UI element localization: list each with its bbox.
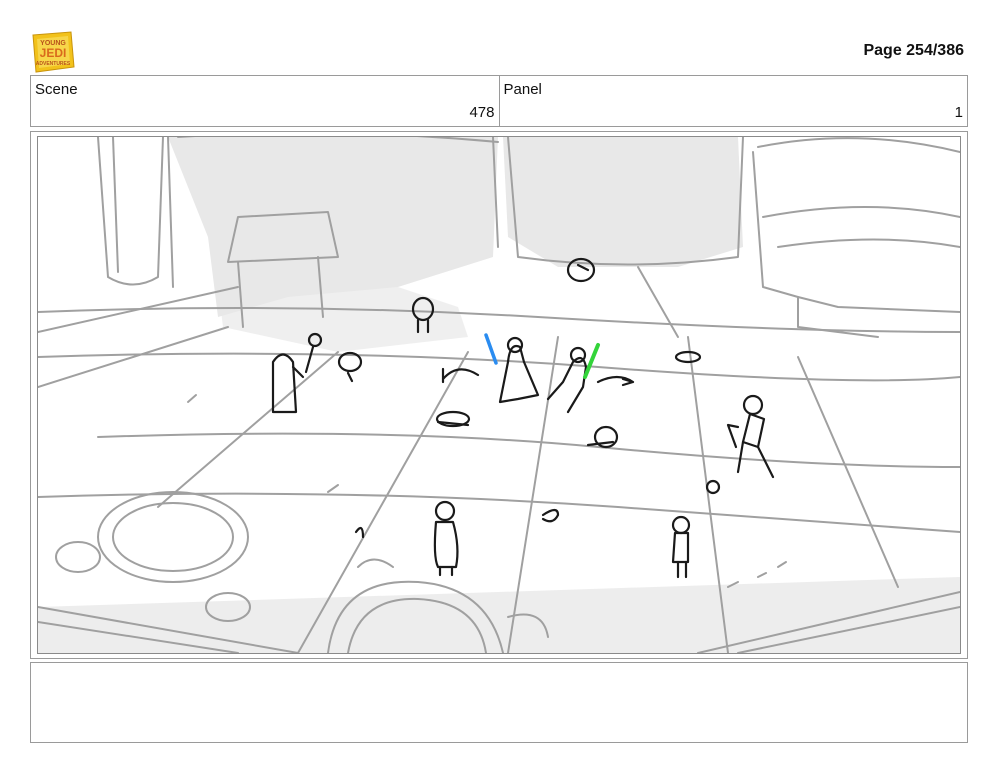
young-jedi-logo-icon: YOUNG JEDI ADVENTURES xyxy=(31,31,75,73)
scene-label: Scene xyxy=(35,81,78,98)
character-sketches xyxy=(271,257,775,579)
svg-text:YOUNG: YOUNG xyxy=(40,40,66,47)
page-number: Page 254/386 xyxy=(863,42,964,59)
panel-value: 1 xyxy=(954,104,963,121)
notes-box xyxy=(30,662,968,743)
background-architecture xyxy=(38,137,960,653)
storyboard-frame xyxy=(30,131,968,659)
green-lightsaber-icon xyxy=(583,343,600,379)
scene-cell: Scene 478 xyxy=(31,76,499,126)
storyboard-sketch xyxy=(37,136,961,654)
panel-label: Panel xyxy=(503,81,542,98)
scene-value: 478 xyxy=(469,104,495,121)
background-shading xyxy=(38,137,960,653)
panel-cell: Panel 1 xyxy=(498,76,968,126)
blue-lightsaber-icon xyxy=(484,333,498,365)
svg-text:ADVENTURES: ADVENTURES xyxy=(36,61,71,67)
svg-text:JEDI: JEDI xyxy=(40,46,67,60)
scene-panel-info: Scene 478 Panel 1 xyxy=(30,75,968,127)
